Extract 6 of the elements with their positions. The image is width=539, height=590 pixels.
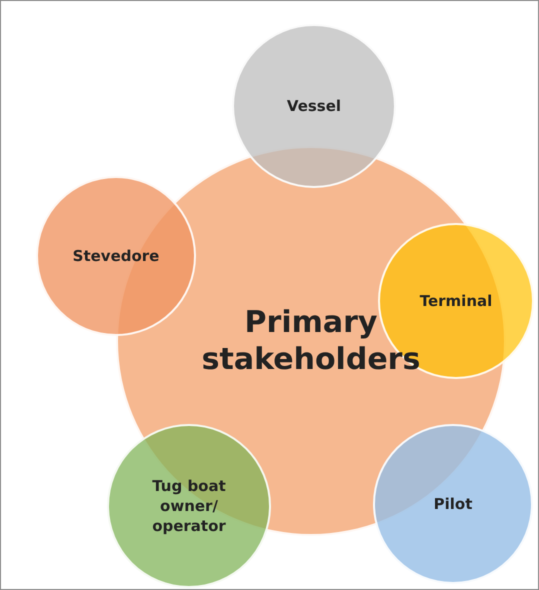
node-label: Vessel	[286, 96, 342, 116]
node-label: Stevedore	[72, 246, 160, 266]
node-label: Primary stakeholders	[201, 304, 420, 378]
node-label: Terminal	[420, 290, 492, 312]
node-label: Tug boat owner/ operator	[151, 476, 227, 536]
node-label: Pilot	[434, 494, 472, 514]
